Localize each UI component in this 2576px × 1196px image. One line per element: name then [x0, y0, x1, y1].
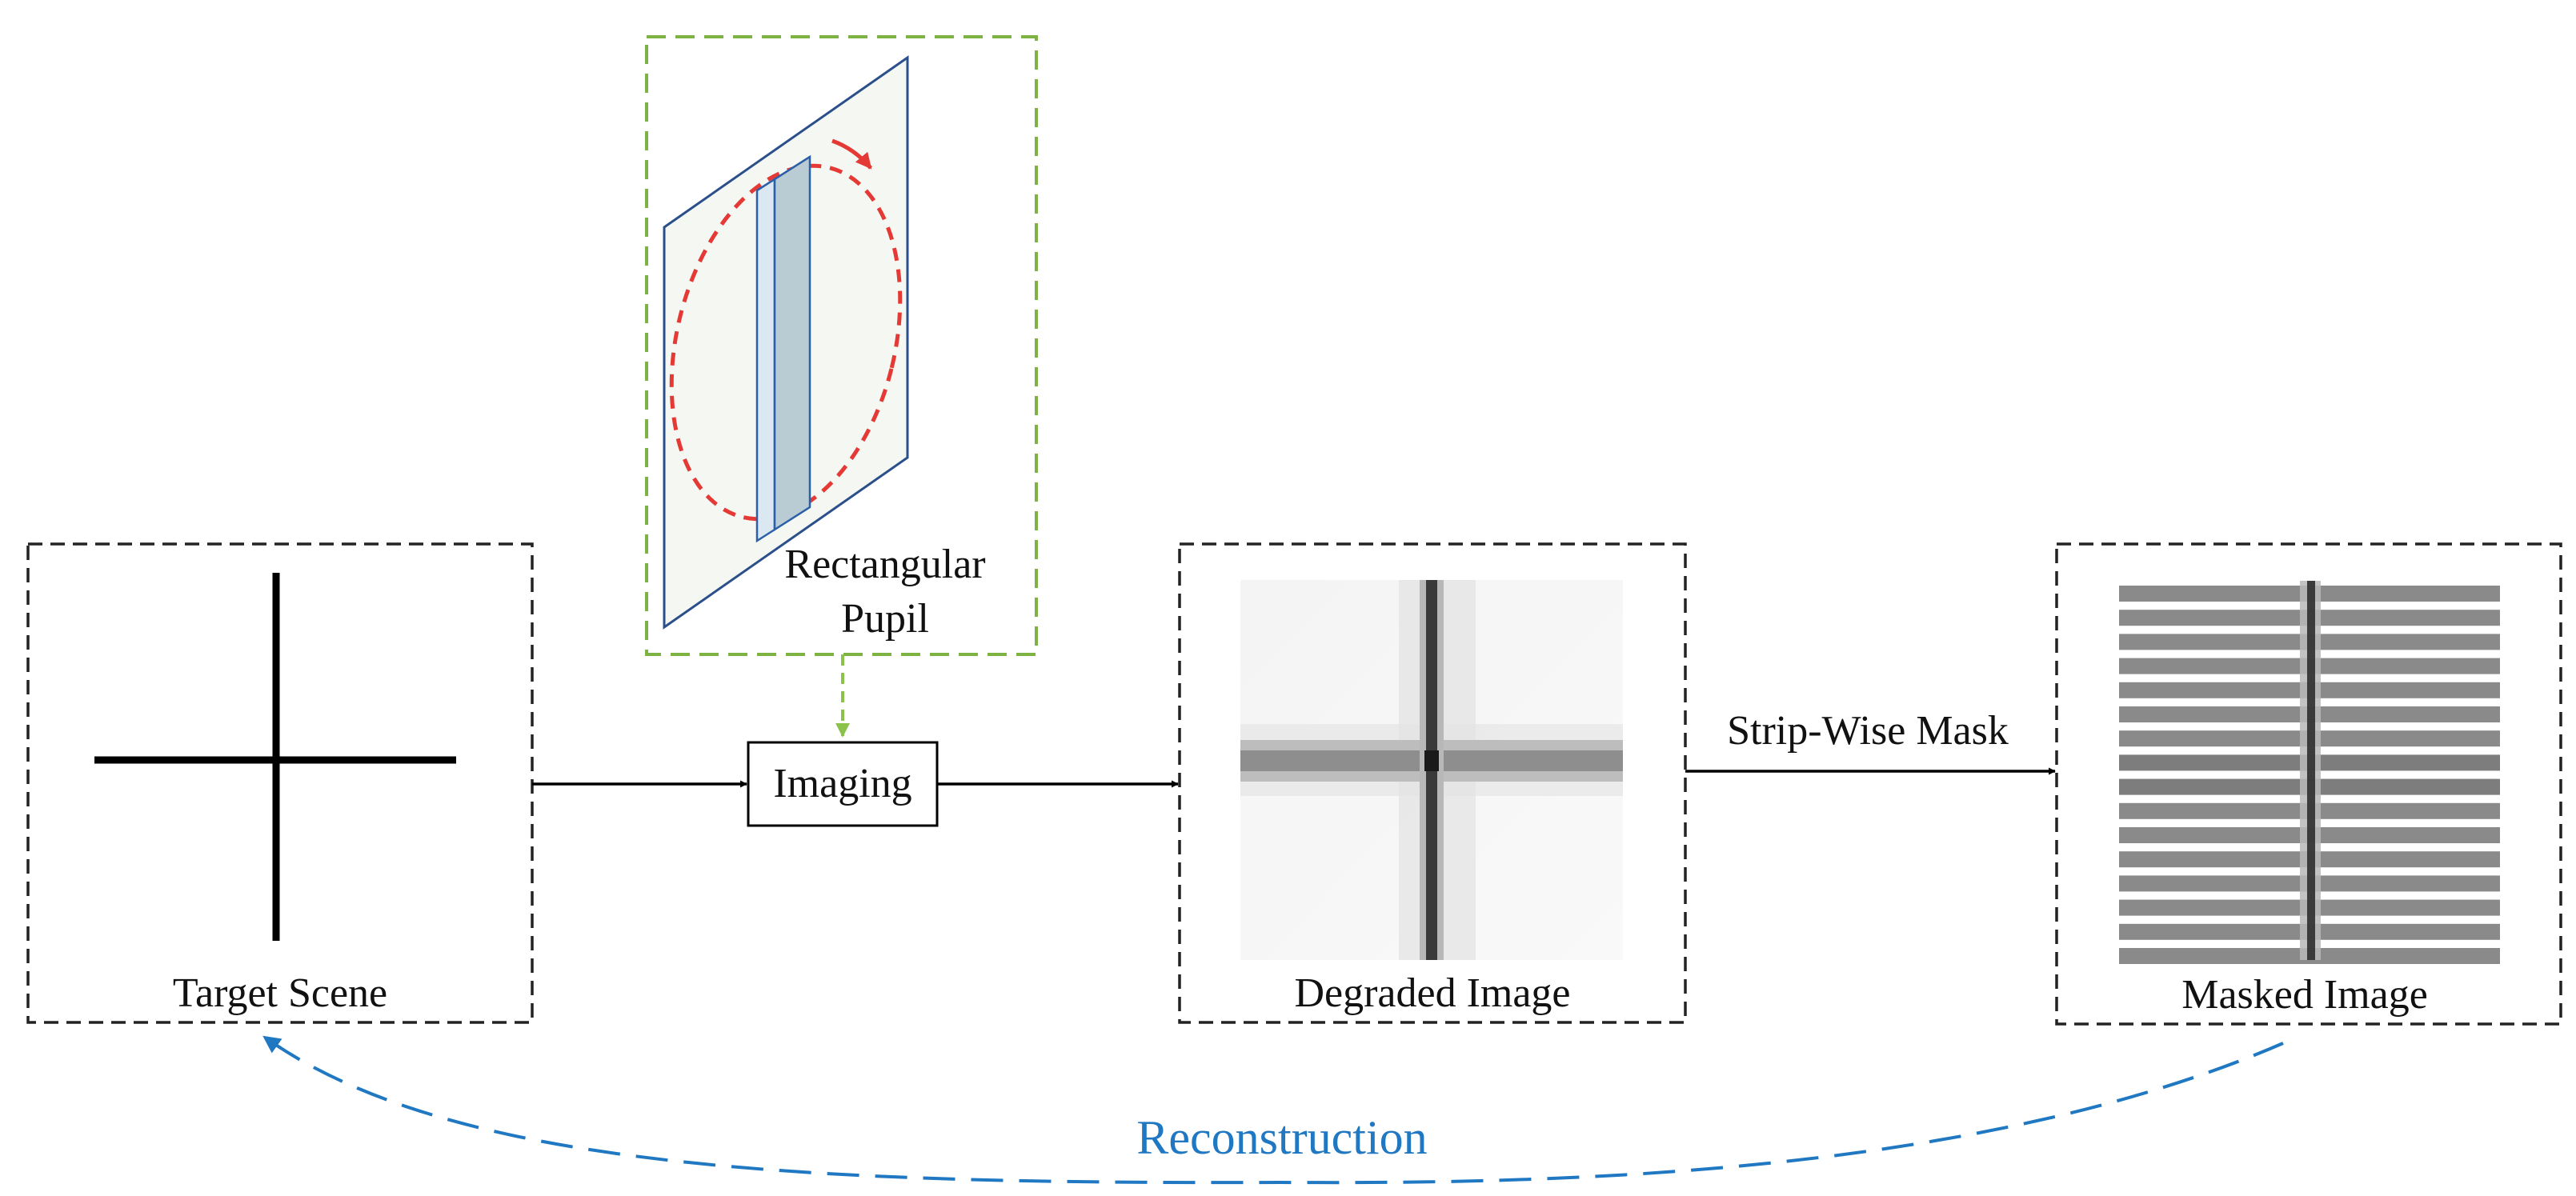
pupil-label-line2: Pupil [841, 596, 929, 642]
reconstruction-label: Reconstruction [1136, 1111, 1427, 1164]
pupil-frame [645, 35, 1038, 656]
cross-target-icon [94, 573, 456, 941]
degraded-image-frame [1178, 542, 1687, 1024]
degraded-image [1240, 580, 1623, 960]
target-scene-frame [26, 542, 534, 1024]
masked-image-label: Masked Image [2181, 972, 2428, 1018]
masked-image [2119, 581, 2500, 964]
imaging-label: Imaging [773, 761, 911, 806]
pupil-slit [755, 154, 811, 543]
rotation-arrow-icon [669, 138, 903, 522]
degraded-image-panel: Degraded Image [1178, 542, 1687, 1024]
target-scene-panel: Target Scene [26, 542, 534, 1024]
reconstruction-feedback: Reconstruction [262, 1035, 2284, 1185]
target-scene-label: Target Scene [173, 970, 387, 1016]
rectangular-pupil-panel: Rectangular Pupil [645, 35, 1038, 656]
masked-image-panel: Masked Image [2055, 542, 2562, 1026]
pupil-label-line1: Rectangular [784, 542, 985, 587]
reconstruction-arrow [262, 1035, 2284, 1185]
degraded-image-label: Degraded Image [1294, 970, 1570, 1016]
imaging-box [747, 741, 939, 827]
strip-wise-mask-label: Strip-Wise Mask [1727, 708, 2009, 754]
imaging-block: Imaging [747, 741, 939, 827]
masked-image-frame [2055, 542, 2562, 1026]
